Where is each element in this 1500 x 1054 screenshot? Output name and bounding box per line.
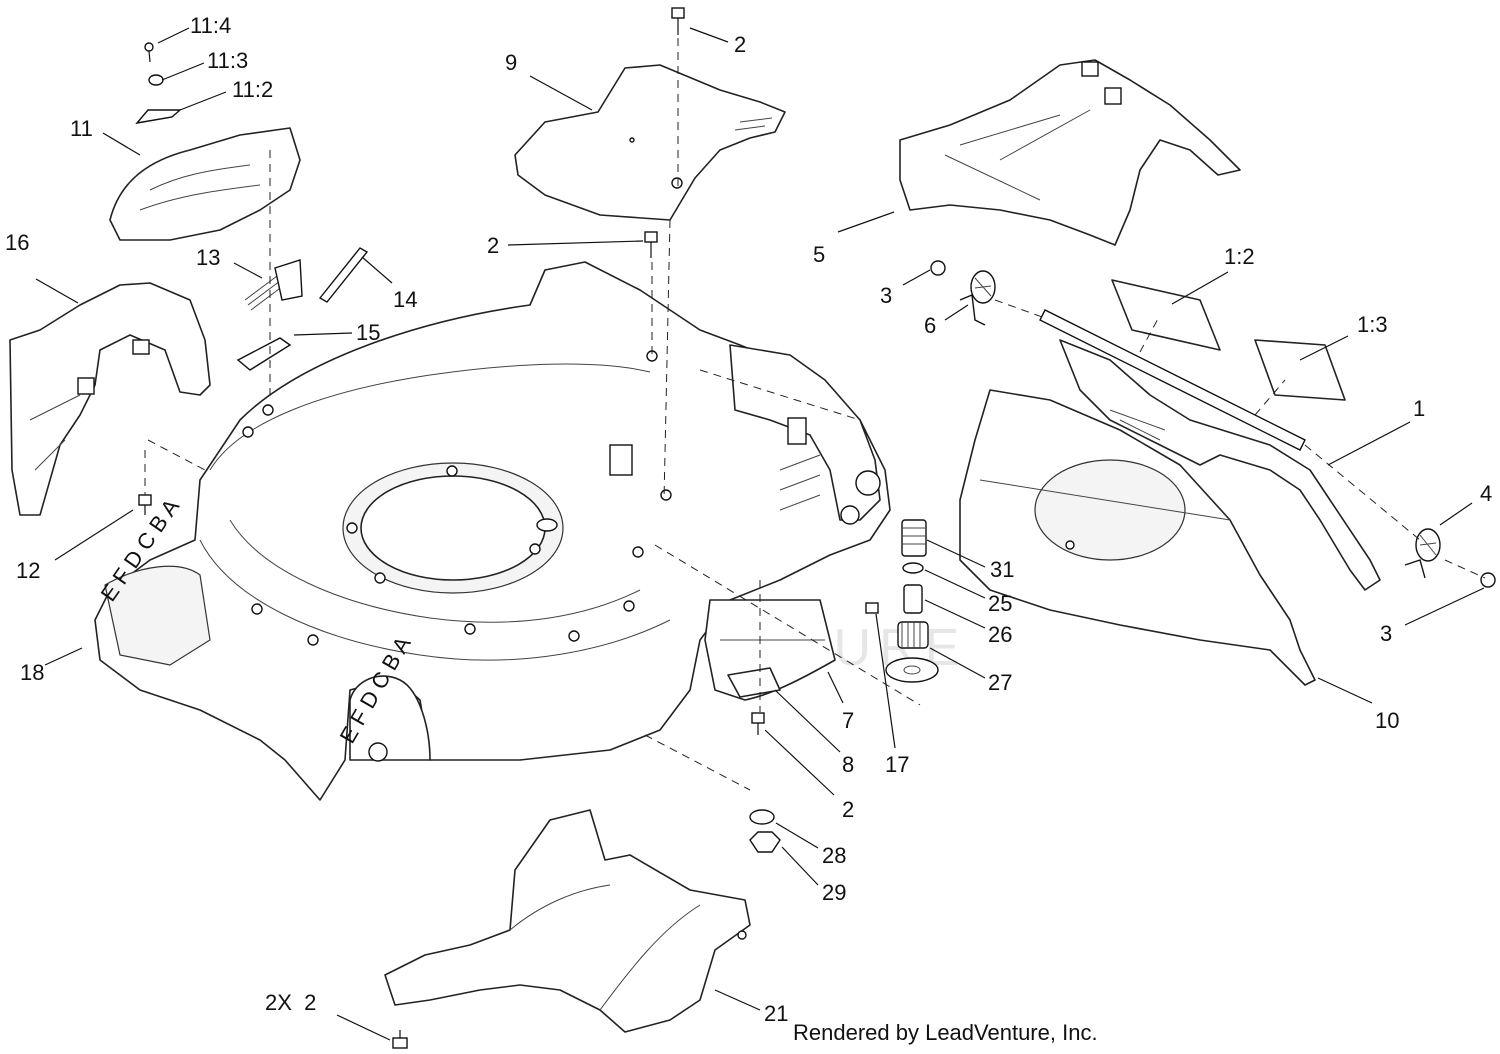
callout-9: 9 xyxy=(505,50,517,75)
callout-18: 18 xyxy=(20,660,44,685)
callout-16: 16 xyxy=(5,230,29,255)
callout-1-3: 1:3 xyxy=(1357,312,1388,337)
part-5-rear-frame xyxy=(899,59,1241,246)
callout-17: 17 xyxy=(885,752,909,777)
bolt-2-low xyxy=(751,712,765,735)
callout-1: 1 xyxy=(1413,396,1425,421)
washer-28 xyxy=(749,809,775,825)
washout-port-stack xyxy=(885,519,939,683)
part-3-washer-lower xyxy=(1480,572,1496,588)
callout-15: 15 xyxy=(356,320,380,345)
bolt-2-top xyxy=(671,7,685,35)
callouts: 11:4 11:3 11:2 11 16 13 14 15 12 18 2 9 … xyxy=(5,13,1492,1026)
part-8-bracket xyxy=(727,667,781,698)
callout-4: 4 xyxy=(1480,481,1492,506)
callout-2x-2: 2X 2 xyxy=(265,990,316,1015)
callout-28: 28 xyxy=(822,843,846,868)
alignment-lines xyxy=(144,38,1486,791)
bolt-2-bottom xyxy=(392,1030,408,1049)
callout-1-2: 1:2 xyxy=(1224,244,1255,269)
callout-10: 10 xyxy=(1375,708,1399,733)
callout-11: 11 xyxy=(70,116,93,141)
callout-11-3: 11:3 xyxy=(207,48,248,73)
callout-7: 7 xyxy=(842,708,854,733)
part-1-shaft xyxy=(1039,309,1381,591)
part-1-3-label xyxy=(1254,339,1346,401)
callout-11-2: 11:2 xyxy=(232,77,273,102)
callout-2-mid: 2 xyxy=(487,233,499,258)
part-14-rod xyxy=(318,247,369,303)
callout-31: 31 xyxy=(990,557,1014,582)
part-3-washer-upper xyxy=(930,260,946,276)
part-4-spring xyxy=(1404,528,1441,579)
callout-26: 26 xyxy=(988,622,1012,647)
part-6-spring xyxy=(959,270,996,326)
bolt-12 xyxy=(138,494,152,515)
part-13-spring xyxy=(244,259,303,311)
callout-2-low: 2 xyxy=(842,797,854,822)
leader-lines xyxy=(35,27,1485,1041)
callout-25: 25 xyxy=(988,591,1012,616)
callout-8: 8 xyxy=(842,752,854,777)
callout-21: 21 xyxy=(764,1001,788,1026)
callout-5: 5 xyxy=(813,242,825,267)
part-10-rear-door xyxy=(959,389,1316,686)
part-18-mower-deck xyxy=(94,261,891,801)
part-9-top-plate xyxy=(514,64,786,221)
part-11-cover xyxy=(109,42,301,241)
callout-3-lower: 3 xyxy=(1380,621,1392,646)
callout-3-upper: 3 xyxy=(880,283,892,308)
callout-13: 13 xyxy=(196,245,220,270)
bolt-2-mid xyxy=(644,231,658,258)
part-15-link xyxy=(236,337,292,371)
part-21-bottom-deflector xyxy=(384,809,751,1033)
bolt-17 xyxy=(865,602,879,614)
callout-11-4: 11:4 xyxy=(190,13,231,38)
callout-6: 6 xyxy=(924,313,936,338)
nut-29 xyxy=(749,831,781,853)
callout-14: 14 xyxy=(393,287,417,312)
footer-credit: Rendered by LeadVenture, Inc. xyxy=(793,1020,1098,1045)
part-1-2-label xyxy=(1111,279,1221,351)
callout-12: 12 xyxy=(16,558,40,583)
callout-29: 29 xyxy=(822,880,846,905)
callout-2-top: 2 xyxy=(734,32,746,57)
part-16-side-cover xyxy=(9,282,211,516)
callout-27: 27 xyxy=(988,670,1012,695)
